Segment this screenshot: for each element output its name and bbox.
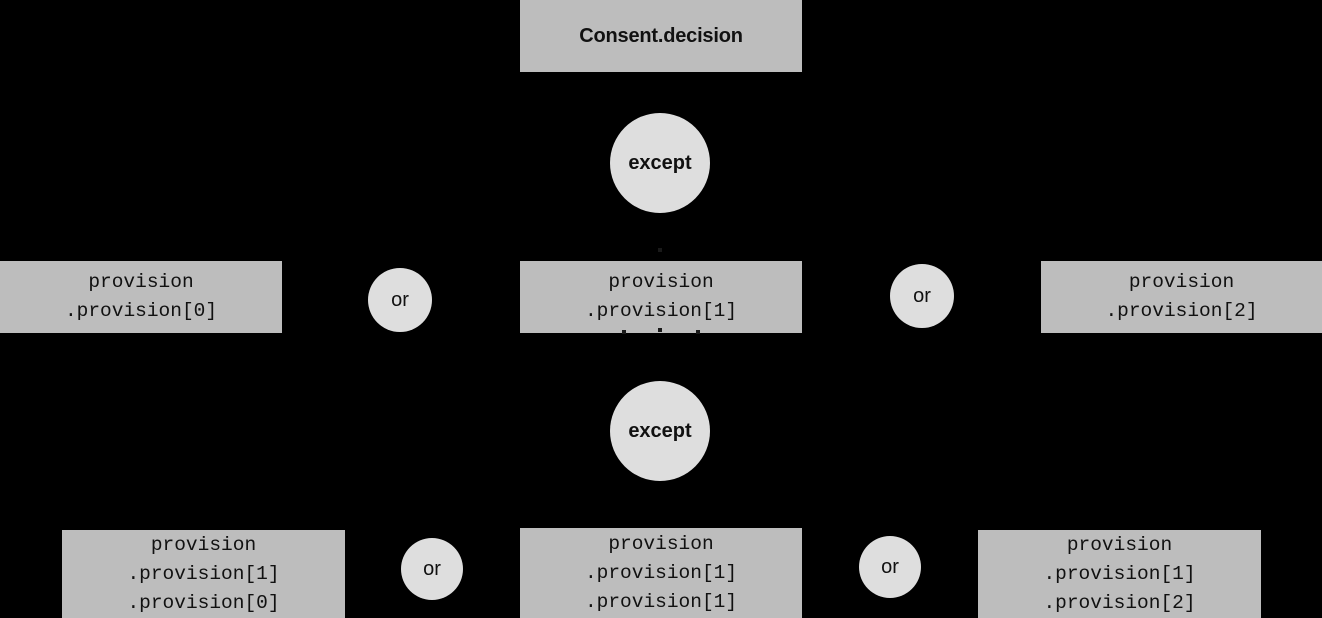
operator-node-except-top[interactable]: except bbox=[610, 113, 710, 213]
node-path-line: provision bbox=[608, 532, 714, 555]
operator-node-or-row2-left[interactable]: or bbox=[401, 538, 463, 600]
node-label: Consent.decision bbox=[579, 24, 743, 47]
node-path-line: .provision[1] bbox=[584, 300, 738, 322]
edge-connector-marker bbox=[696, 330, 700, 334]
node-consent-decision[interactable]: Consent.decision bbox=[520, 0, 802, 72]
node-provision-1-2[interactable]: provision .provision[1] .provision[2] bbox=[978, 530, 1261, 618]
operator-node-or-row1-left[interactable]: or bbox=[368, 268, 432, 332]
operator-label: except bbox=[628, 151, 692, 174]
node-provision-2[interactable]: provision .provision[2] bbox=[1041, 261, 1322, 333]
node-provision-1[interactable]: provision .provision[1] bbox=[520, 261, 802, 333]
edge-connector-marker bbox=[622, 330, 626, 334]
node-path-line: .provision[2] bbox=[1043, 591, 1196, 614]
node-path-line: .provision[2] bbox=[1105, 300, 1258, 322]
node-path-line: .provision[0] bbox=[127, 591, 280, 614]
node-path-line: provision bbox=[608, 271, 714, 293]
node-path-line: provision bbox=[1066, 533, 1173, 556]
node-provision-0[interactable]: provision .provision[0] bbox=[0, 261, 282, 333]
node-path-line: .provision[1] bbox=[127, 562, 280, 585]
operator-label: or bbox=[913, 284, 931, 307]
edge-connector-marker bbox=[658, 248, 662, 252]
node-path-line: provision bbox=[150, 533, 257, 556]
operator-node-or-row2-right[interactable]: or bbox=[859, 536, 921, 598]
node-provision-1-1[interactable]: provision .provision[1] .provision[1] bbox=[520, 528, 802, 618]
node-path-line: .provision[0] bbox=[64, 300, 218, 322]
operator-label: or bbox=[881, 555, 899, 578]
operator-node-except-middle[interactable]: except bbox=[610, 381, 710, 481]
node-path-line: provision bbox=[88, 271, 194, 293]
operator-label: except bbox=[628, 419, 692, 442]
node-path-line: .provision[1] bbox=[584, 590, 738, 613]
node-path-line: .provision[1] bbox=[1043, 562, 1196, 585]
node-path-line: .provision[1] bbox=[584, 561, 738, 584]
node-path-line: provision bbox=[1128, 271, 1235, 293]
operator-node-or-row1-right[interactable]: or bbox=[890, 264, 954, 328]
operator-label: or bbox=[423, 557, 441, 580]
edge-connector-marker bbox=[658, 328, 662, 332]
node-provision-1-0[interactable]: provision .provision[1] .provision[0] bbox=[62, 530, 345, 618]
operator-label: or bbox=[391, 288, 409, 311]
